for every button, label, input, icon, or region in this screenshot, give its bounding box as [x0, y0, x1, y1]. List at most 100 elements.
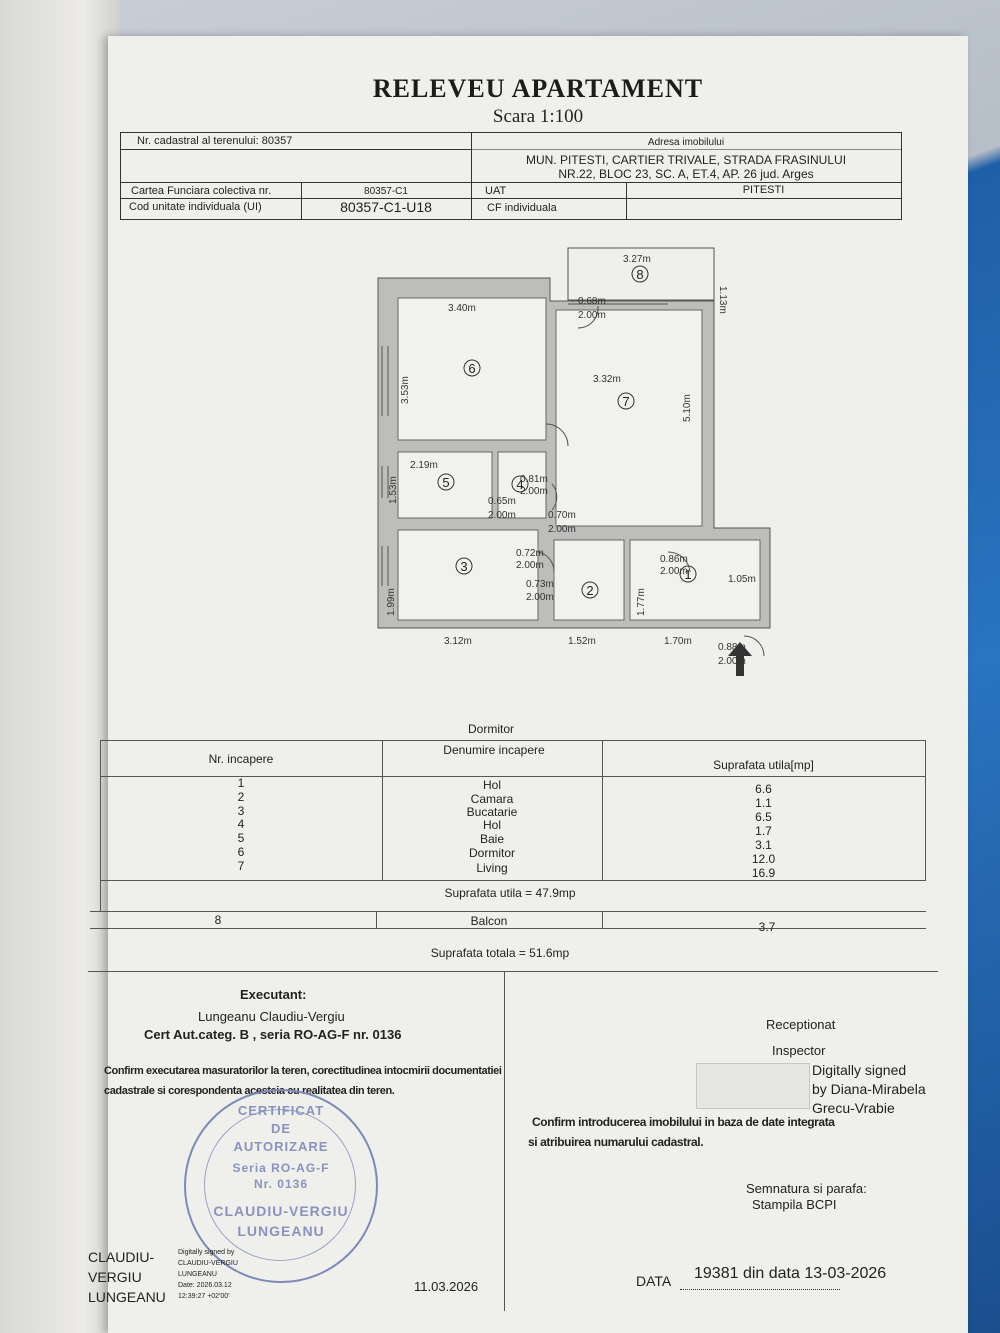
adresa-line2: NR.22, BLOC 23, SC. A, ET.4, AP. 26 jud.…: [558, 167, 814, 181]
row-3-name: Bucatarie: [466, 805, 518, 819]
receptionat-heading: Receptionat: [766, 1017, 836, 1032]
authorization-stamp: CERTIFICAT DE AUTORIZARE Seria RO-AG-F N…: [184, 1089, 378, 1283]
row-1-nr: 1: [237, 776, 245, 790]
col-header-suprafata: Suprafata utila[mp]: [713, 758, 814, 772]
dim-1-99: 1.99m: [386, 588, 397, 616]
receptionat-confirm-1: Confirm introducerea imobilului in baza …: [532, 1115, 835, 1129]
executant-confirm-2: cadastrale si corespondenta acesteia cu …: [104, 1085, 395, 1097]
row-7-name: Living: [476, 861, 508, 875]
floor-plan: 3.27m 1.13m 0.68m 2.00m 3.40m 3.32m 3.53…: [377, 247, 771, 676]
uat-label: UAT: [485, 185, 507, 197]
dim-2-00-b: 2.00m: [520, 486, 548, 497]
dim-3-12: 3.12m: [444, 636, 472, 647]
dim-1-05: 1.05m: [728, 574, 756, 585]
dim-2-00-a: 2.00m: [578, 310, 606, 321]
dim-1-53: 1.53m: [388, 476, 399, 504]
row-1-area: 6.6: [755, 782, 772, 796]
adresa-label: Adresa imobilului: [647, 137, 725, 148]
row-6-name: Dormitor: [468, 846, 515, 860]
dim-3-53: 3.53m: [400, 376, 411, 404]
dim-2-00-g: 2.00m: [526, 592, 554, 603]
room-number-6: 6: [468, 361, 475, 376]
receptionat-confirm-2: si atribuirea numarului cadastral.: [528, 1135, 704, 1149]
cf-label: CF individuala: [487, 202, 557, 214]
left-page-edge: [0, 0, 120, 1333]
room-number-7: 7: [622, 394, 629, 409]
executant-date: 11.03.2026: [414, 1279, 479, 1294]
row-7-nr: 7: [237, 859, 245, 873]
row-6-area: 12.0: [751, 852, 776, 866]
dim-1-13: 1.13m: [717, 286, 728, 314]
col-header-denumire: Denumire incapere: [443, 743, 545, 757]
row-5-nr: 5: [237, 831, 245, 845]
dim-0-73: 0.73m: [526, 579, 554, 590]
row-6-nr: 6: [237, 845, 245, 859]
inspector-signature-image: [696, 1063, 810, 1109]
digital-signature-inspector: Digitally signed by Diana-Mirabela Grecu…: [812, 1062, 926, 1116]
nr-cadastral-label: Nr. cadastral al terenului: 80357: [137, 135, 293, 147]
balcon-nr: 8: [214, 913, 222, 927]
balcon-area: 3.7: [758, 920, 776, 934]
dim-0-88: 0.88m: [718, 642, 746, 653]
rooms-table: Nr. incapere Denumire incapere Suprafata…: [90, 736, 926, 971]
room-number-8: 8: [636, 267, 643, 282]
signer-name: CLAUDIU- VERGIU LUNGEANU: [88, 1249, 166, 1305]
document-scale: Scara 1:100: [492, 106, 584, 127]
row-4-nr: 4: [237, 817, 245, 831]
row-2-nr: 2: [237, 790, 245, 804]
dim-1-77: 1.77m: [636, 588, 647, 616]
dim-2-00-c: 2.00m: [488, 510, 516, 521]
row-3-nr: 3: [237, 804, 245, 818]
document-page: RELEVEU APARTAMENT Scara 1:100 Nr. cadas…: [88, 36, 968, 1333]
balcon-name: Balcon: [470, 914, 508, 928]
header-table: Nr. cadastral al terenului: 80357 Adresa…: [120, 132, 902, 220]
dim-0-81: 0.81m: [520, 474, 548, 485]
carte-funciara-label: Cartea Funciara colectiva nr.: [131, 185, 272, 197]
stampila-label: Stampila BCPI: [752, 1197, 837, 1212]
dim-0-68: 0.68m: [578, 296, 606, 307]
data-value: 19381 din data 13-03-2026: [694, 1265, 887, 1282]
document-title: RELEVEU APARTAMENT: [372, 74, 704, 103]
executant-cert: Cert Aut.categ. B , seria RO-AG-F nr. 01…: [144, 1027, 402, 1042]
digital-signature-executant: Digitally signed by CLAUDIU-VERGIU LUNGE…: [178, 1249, 238, 1300]
row-7-area: 16.9: [751, 866, 776, 880]
room-number-1: 1: [684, 567, 691, 582]
dim-1-70: 1.70m: [664, 636, 692, 647]
row-1-name: Hol: [482, 778, 501, 792]
cod-ui-label: Cod unitate individuala (UI): [129, 201, 262, 213]
row-3-area: 6.5: [755, 810, 772, 824]
room-number-5: 5: [442, 475, 449, 490]
dim-2-19: 2.19m: [410, 460, 438, 471]
suprafata-utila: Suprafata utila = 47.9mp: [444, 886, 576, 900]
room-number-4: 4: [516, 477, 523, 492]
row-5-area: 3.1: [755, 838, 772, 852]
row-4-name: Hol: [482, 818, 501, 832]
dim-1-52: 1.52m: [568, 636, 596, 647]
dim-0-70: 0.70m: [548, 510, 576, 521]
dim-2-00-d: 2.00m: [548, 524, 576, 535]
adresa-line1: MUN. PITESTI, CARTIER TRIVALE, STRADA FR…: [525, 153, 847, 167]
dim-3-40: 3.40m: [448, 303, 476, 314]
dim-3-27: 3.27m: [623, 254, 651, 265]
suprafata-totala: Suprafata totala = 51.6mp: [430, 946, 570, 960]
col-header-nr: Nr. incapere: [208, 752, 274, 766]
data-label: DATA: [636, 1273, 672, 1289]
dim-3-32: 3.32m: [593, 374, 621, 385]
carte-funciara-value: 80357-C1: [364, 186, 408, 197]
dim-2-00-e: 2.00m: [516, 560, 544, 571]
dim-0-65: 0.65m: [488, 496, 516, 507]
semnatura-label: Semnatura si parafa:: [746, 1181, 867, 1196]
room-number-3: 3: [460, 559, 467, 574]
executant-name: Lungeanu Claudiu-Vergiu: [198, 1009, 345, 1024]
dim-5-10: 5.10m: [682, 394, 693, 422]
executant-heading: Executant:: [240, 987, 307, 1002]
row-2-area: 1.1: [755, 796, 772, 810]
row-2-name: Camara: [470, 792, 514, 806]
dim-0-86: 0.86m: [660, 554, 688, 565]
uat-value: PITESTI: [742, 184, 785, 196]
inspector-label: Inspector: [772, 1043, 826, 1058]
room-number-2: 2: [586, 583, 593, 598]
row-4-area: 1.7: [755, 824, 772, 838]
row-5-name: Baie: [479, 832, 505, 846]
dim-0-72: 0.72m: [516, 548, 544, 559]
